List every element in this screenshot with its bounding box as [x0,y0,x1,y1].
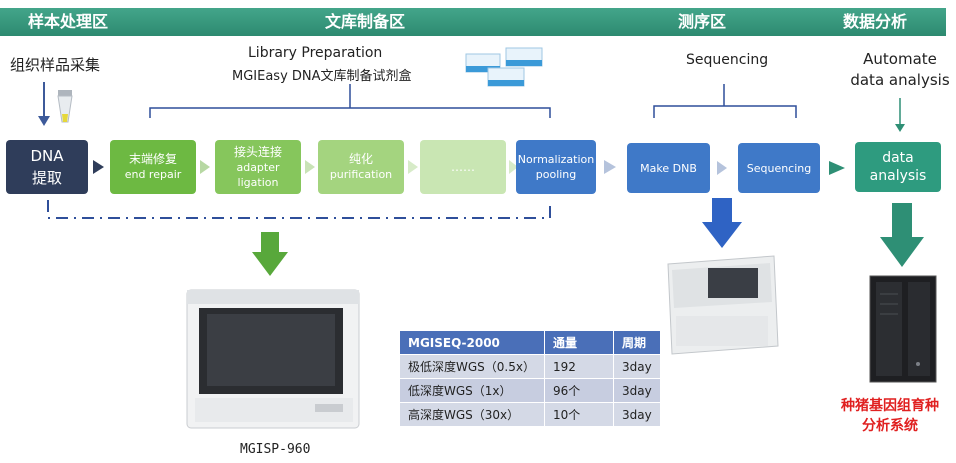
step-purification-cn: 纯化 [348,152,373,166]
big-down-arrow-icon [252,232,288,276]
zone-header-bar [0,8,946,36]
breeding-system-name: 种猪基因组育种 分析系统 [835,396,945,436]
mgisp-960-instrument-icon [186,289,360,429]
dna-box-line2: 提取 [31,169,62,187]
zone-label-sample: 样本处理区 [28,12,109,31]
step-adapter-en: adapter ligation [236,160,280,189]
table-header-row: MGISEQ-2000 通量 周期 [399,330,661,355]
data-analysis-box: data analysis [855,142,941,192]
arrow-right-icon [829,161,845,175]
mgiseq-2000-instrument-icon [667,255,779,355]
big-down-arrow-icon [702,198,742,248]
step-purification: 纯化 purification [318,140,404,194]
step-adapter-cn: 接头连接 [233,144,282,159]
step-normalization-en: Normalization pooling [517,153,595,181]
library-bracket-bottom [47,200,551,219]
table-cell: 192 [544,354,614,379]
table-header-cell: 通量 [544,330,614,355]
table-cell: 3day [613,378,661,403]
library-title-en: Library Preparation [248,45,383,61]
step-end-repair-cn: 末端修复 [128,152,177,166]
table-cell: 96个 [544,378,614,403]
table-cell: 极低深度WGS（0.5x） [399,354,545,379]
sequencing-bracket-top [653,84,797,118]
analysis-title-text: Automate data analysis [850,50,950,89]
table-cell: 3day [613,354,661,379]
instrument-name-mgisp: MGISP-960 [240,442,311,457]
arrow-right-icon [604,160,616,174]
library-kit-name: MGIEasy DNA文库制备试剂盒 [232,69,412,84]
step-normalization-pooling: Normalization pooling [516,140,596,194]
sequencing-title: Sequencing [686,52,769,68]
arrow-right-icon [93,160,104,174]
table-cell: 10个 [544,402,614,427]
mgiseq-throughput-table: MGISEQ-2000 通量 周期 极低深度WGS（0.5x） 192 3day… [399,330,661,427]
table-row: 高深度WGS（30x） 10个 3day [399,402,661,427]
dna-extraction-box: DNA 提取 [6,140,88,194]
reagent-kit-icon [465,47,543,87]
step-more: …… [420,140,506,194]
table-header-cell: MGISEQ-2000 [399,330,545,355]
data-analysis-label: data analysis [869,150,927,184]
step-make-dnb-label: Make DNB [640,161,697,175]
table-cell: 3day [613,402,661,427]
step-purification-en: purification [329,168,393,181]
sample-collect-label: 组织样品采集 [10,56,101,74]
breeding-system-line2: 分析系统 [862,418,918,434]
big-down-arrow-icon [880,203,924,267]
arrow-right-icon [408,160,418,174]
arrow-right-icon [200,160,210,174]
library-bracket-top [149,84,551,118]
table-cell: 低深度WGS（1x） [399,378,545,403]
arrow-right-icon [509,160,518,174]
step-sequencing-label: Sequencing [746,161,812,175]
step-more-text: …… [451,159,475,174]
down-arrow-icon [895,98,905,132]
table-row: 极低深度WGS（0.5x） 192 3day [399,354,661,379]
arrow-right-icon [717,161,727,175]
table-row: 低深度WGS（1x） 96个 3day [399,378,661,403]
table-header-cell: 周期 [613,330,661,355]
zone-label-analysis: 数据分析 [843,12,908,31]
arrow-right-icon [305,160,315,174]
dna-box-line1: DNA [30,147,64,165]
table-cell: 高深度WGS（30x） [399,402,545,427]
step-sequencing: Sequencing [738,143,820,193]
sample-tube-icon [57,90,73,123]
analysis-title: Automate data analysis [850,49,950,91]
step-adapter-ligation: 接头连接 adapter ligation [215,140,301,194]
step-make-dnb: Make DNB [627,143,710,193]
zone-label-sequencing: 测序区 [678,12,727,31]
step-end-repair: 末端修复 end repair [110,140,196,194]
breeding-system-line1: 种猪基因组育种 [841,398,939,414]
down-arrow-icon [38,82,50,126]
step-end-repair-en: end repair [124,168,182,181]
server-icon [869,275,937,383]
zone-label-library: 文库制备区 [325,12,406,31]
